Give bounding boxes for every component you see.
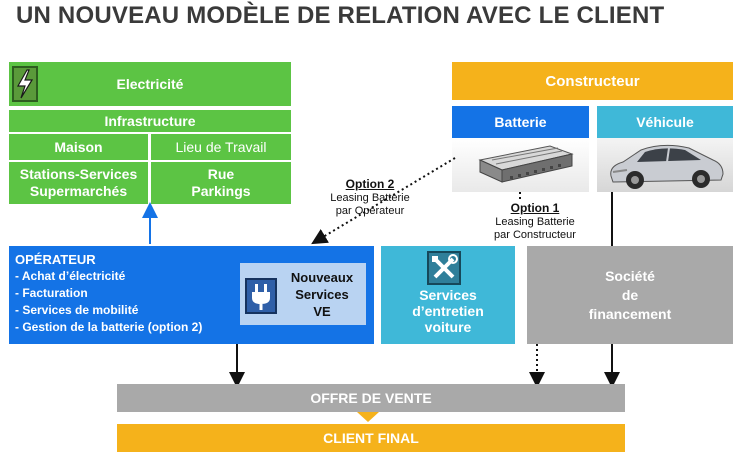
nouveaux-services-box: Nouveaux Services VE bbox=[240, 263, 366, 325]
down-triangle-icon bbox=[357, 412, 379, 422]
entretien-line2: d’entretien bbox=[412, 303, 484, 319]
infrastructure-label: Infrastructure bbox=[104, 112, 196, 129]
lightning-icon bbox=[12, 66, 38, 102]
operateur-item: - Services de mobilité bbox=[15, 303, 139, 317]
option1-label: Option 1 bbox=[510, 201, 560, 215]
tools-icon bbox=[427, 251, 461, 285]
maison-cell: Maison bbox=[9, 134, 148, 160]
option2-line1: Leasing Batterie bbox=[330, 192, 410, 204]
electricite-label: Electricité bbox=[116, 75, 184, 92]
vehicule-header: Véhicule bbox=[597, 106, 733, 138]
option1-line2: par Constructeur bbox=[494, 229, 576, 241]
stations-label: Stations-Services bbox=[19, 166, 138, 182]
nouveaux-services-text: Nouveaux Services VE bbox=[282, 269, 362, 320]
option1-line1: Leasing Batterie bbox=[495, 216, 575, 228]
entretien-block: Services d’entretien voiture bbox=[381, 246, 515, 344]
client-label: CLIENT FINAL bbox=[323, 430, 419, 446]
batterie-label: Batterie bbox=[494, 114, 547, 130]
electricite-header: Electricité bbox=[9, 62, 291, 106]
vehicule-label: Véhicule bbox=[636, 114, 694, 130]
option2-line2: par Opérateur bbox=[335, 205, 405, 217]
option2-caption: Option 2 Leasing Batterie par Opérateur bbox=[308, 178, 432, 218]
services-line1: Nouveaux bbox=[290, 270, 354, 285]
operateur-item: - Facturation bbox=[15, 286, 88, 300]
infrastructure-header: Infrastructure bbox=[9, 110, 291, 132]
battery-image bbox=[452, 138, 589, 192]
batterie-header: Batterie bbox=[452, 106, 589, 138]
option1-caption: Option 1 Leasing Batterie par Constructe… bbox=[478, 202, 592, 242]
constructeur-header: Constructeur bbox=[452, 62, 733, 100]
operateur-title: OPÉRATEUR bbox=[15, 252, 96, 267]
offre-label: OFFRE DE VENTE bbox=[310, 390, 432, 406]
operateur-list: - Achat d’électricité - Facturation - Se… bbox=[15, 268, 202, 336]
entretien-text: Services d’entretien voiture bbox=[381, 287, 515, 335]
entretien-line3: voiture bbox=[424, 319, 472, 335]
lieu-travail-label: Lieu de Travail bbox=[175, 138, 267, 155]
client-final: CLIENT FINAL bbox=[117, 424, 625, 452]
services-line2: Services bbox=[295, 287, 349, 302]
financement-line1: Société bbox=[605, 267, 655, 284]
option2-arrow bbox=[311, 157, 456, 245]
parkings-label: Parkings bbox=[191, 183, 251, 199]
plug-icon bbox=[245, 278, 277, 314]
rue-label: Rue bbox=[207, 166, 235, 182]
stations-cell: Stations-Services Supermarchés bbox=[9, 162, 148, 204]
operateur-block: OPÉRATEUR - Achat d’électricité - Factur… bbox=[9, 246, 374, 344]
maison-label: Maison bbox=[54, 138, 103, 155]
offre-de-vente: OFFRE DE VENTE bbox=[117, 384, 625, 412]
rue-cell: Rue Parkings bbox=[151, 162, 291, 204]
option2-label: Option 2 bbox=[345, 177, 395, 191]
vehicle-image bbox=[597, 138, 733, 192]
supermarches-label: Supermarchés bbox=[29, 183, 128, 199]
services-line3: VE bbox=[313, 304, 331, 319]
operateur-item: - Gestion de la batterie (option 2) bbox=[15, 320, 203, 334]
financement-block: Société de financement bbox=[527, 246, 733, 344]
constructeur-label: Constructeur bbox=[545, 72, 640, 90]
entretien-line1: Services bbox=[419, 287, 477, 303]
financement-line3: financement bbox=[588, 305, 672, 322]
page-title: UN NOUVEAU MODÈLE DE RELATION AVEC LE CL… bbox=[16, 2, 665, 29]
financement-line2: de bbox=[621, 286, 639, 303]
operateur-item: - Achat d’électricité bbox=[15, 269, 126, 283]
lieu-travail-cell: Lieu de Travail bbox=[151, 134, 291, 160]
